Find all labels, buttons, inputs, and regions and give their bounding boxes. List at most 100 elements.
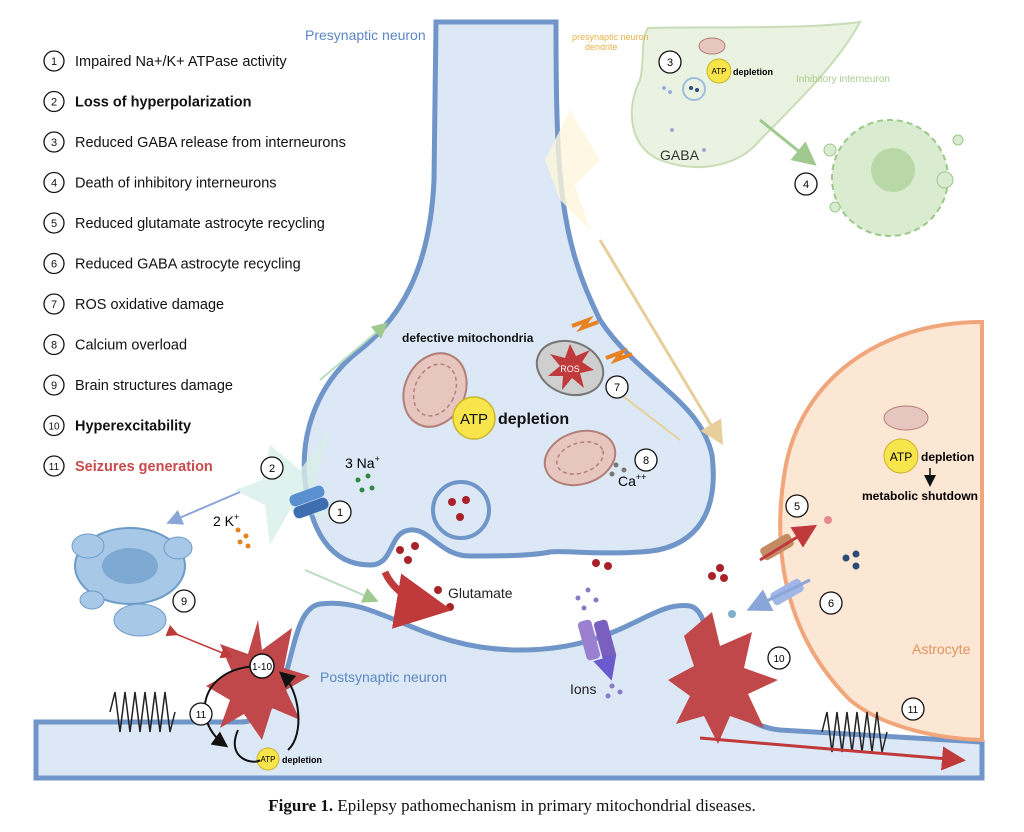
metabolic-shutdown-label: metabolic shutdown [862, 489, 978, 503]
defective-mitochondria [402, 352, 468, 428]
diagram-canvas: ROS ATP depletion ATP depletion ATP depl… [33, 19, 985, 781]
callout-circle [785, 494, 809, 518]
callout-circle [794, 172, 818, 196]
oscillation-wave [821, 711, 888, 753]
legend-text: Calcium overload [75, 338, 187, 354]
callout-7: 7 [605, 375, 629, 399]
astrocyte-cell [778, 319, 984, 743]
dendrite-label-line2: dendrite [585, 42, 618, 52]
svg-text:depletion: depletion [921, 450, 974, 464]
legend-number-circle [43, 212, 65, 234]
inhibitory-label: Inhibitory interneuron [796, 74, 890, 85]
callout-circle [605, 375, 629, 399]
legend-number: 6 [51, 259, 57, 271]
atp-depletion-interneuron: ATP depletion [662, 37, 773, 152]
legend-text: Death of inhibitory interneurons [75, 176, 277, 192]
legend-text: Reduced GABA astrocyte recycling [75, 257, 301, 273]
legend-text: Reduced GABA release from interneurons [75, 135, 346, 151]
damaged-brain-structure [71, 527, 193, 637]
damage-link-arrow [165, 625, 233, 659]
glutamate-release [381, 542, 728, 629]
legend-number-circle [43, 414, 65, 437]
legend-number-circle [43, 171, 65, 194]
callout-number: 10 [773, 654, 785, 665]
arrow-faint [319, 322, 389, 381]
ions-label: Ions [570, 681, 596, 697]
presynaptic-neuron [301, 19, 716, 568]
hyperexcitability-burst [668, 612, 778, 744]
callout-number: 2 [269, 463, 275, 475]
svg-text:ATP: ATP [890, 450, 912, 464]
glow-burst [545, 110, 600, 230]
legend-text: Hyperexcitability [75, 419, 191, 435]
k-label: 2 K+ [213, 512, 239, 529]
callout-circle [172, 589, 196, 613]
callout-circle [260, 456, 284, 480]
legend-number-circle [43, 131, 65, 153]
cycle-arrow [233, 729, 261, 763]
legend-number-circle [43, 252, 65, 275]
callout-number: 11 [908, 705, 919, 716]
mitochondrion-icon [883, 405, 929, 431]
legend-text: Seizures generation [75, 459, 213, 475]
legend-number: 7 [51, 299, 57, 311]
legend-number: 8 [51, 340, 57, 352]
legend-item: 8 Calcium overload [43, 333, 187, 356]
callout-number: 6 [828, 598, 834, 610]
atp-depletion-cycle: ATP depletion [256, 747, 322, 771]
callout-11: 11 [901, 697, 925, 721]
svg-text:ATP: ATP [712, 67, 727, 76]
legend-number: 11 [49, 462, 60, 473]
ros-mitochondrion: ROS [535, 315, 633, 397]
legend-number: 5 [51, 218, 57, 230]
legend-number-circle [43, 455, 65, 477]
arrow-interneuron-death [759, 118, 817, 166]
ros-label: ROS [560, 364, 580, 374]
legend-number: 1 [51, 56, 57, 68]
callout-circle [901, 697, 925, 721]
callout-3: 3 [658, 50, 682, 74]
callout-circle [767, 646, 791, 670]
legend-item: 6 Reduced GABA astrocyte recycling [43, 252, 301, 275]
depletion-label: depletion [498, 411, 569, 428]
callout-circle [328, 500, 352, 524]
svg-text:1-10: 1-10 [252, 662, 272, 673]
callout-circle [634, 448, 658, 472]
mitochondrion-icon [698, 37, 726, 55]
ion-channel [575, 587, 623, 699]
callout-4: 4 [794, 172, 818, 196]
legend-number: 10 [48, 422, 60, 433]
oscillation-wave [109, 691, 176, 733]
inhibitory-interneuron [630, 20, 862, 168]
na-label: 3 Na+ [345, 454, 380, 471]
callout-5: 5 [785, 494, 809, 518]
ca-label: Ca++ [618, 472, 646, 489]
legend-number-circle [43, 50, 65, 72]
figure-caption: Figure 1. Epilepsy pathomechanism in pri… [0, 796, 1024, 816]
legend-text: Impaired Na+/K+ ATPase activity [75, 54, 287, 70]
legend-number: 4 [51, 178, 57, 190]
callout-1: 1 [328, 500, 352, 524]
legend-item: 10 Hyperexcitability [43, 414, 191, 437]
calcium-mitochondrion [543, 429, 617, 487]
svg-text:depletion: depletion [282, 755, 322, 765]
legend-number-circle [43, 374, 65, 396]
atp-depletion-astrocyte: ATP depletion metabolic shutdown [862, 405, 978, 503]
lightning-icon [571, 315, 599, 333]
legend-number-circle [43, 333, 65, 356]
callout-circle [819, 591, 843, 615]
callout-circle [189, 702, 213, 726]
legend-number: 2 [51, 97, 57, 109]
arrow-k-out [166, 491, 241, 525]
glutamate-label: Glutamate [448, 585, 513, 601]
postsynaptic-label: Postsynaptic neuron [320, 669, 447, 685]
cycle-arrow [203, 665, 259, 748]
legend-number-circle [43, 293, 65, 315]
callout-10: 10 [767, 646, 791, 670]
callout-8: 8 [634, 448, 658, 472]
cycle-marker: 1-10 [249, 653, 275, 679]
